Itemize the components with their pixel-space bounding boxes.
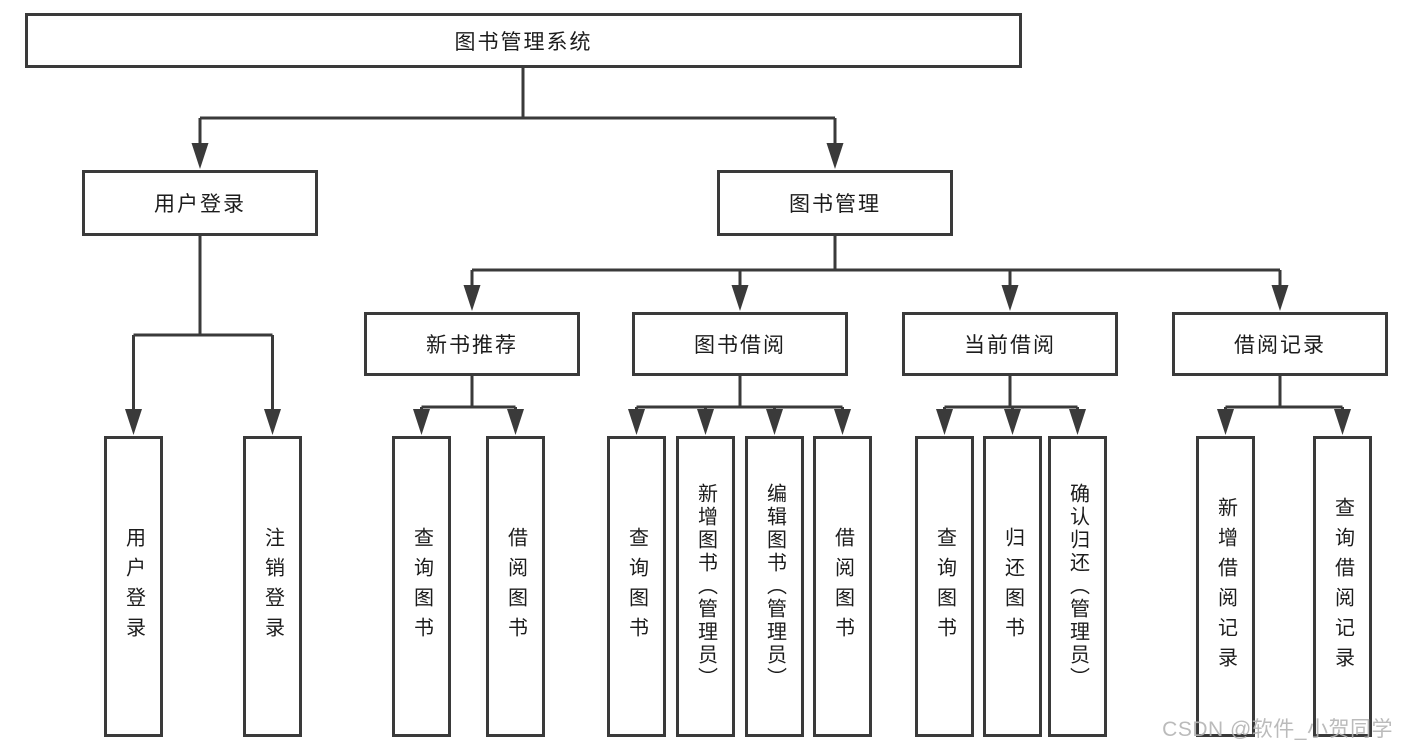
leaf-confirm-return-admin-label: 确认归还（管理员） xyxy=(1066,483,1089,690)
leaf-confirm-return-admin: 确认归还（管理员） xyxy=(1048,436,1107,737)
leaf-query-books-current: 查询图书 xyxy=(915,436,974,737)
leaf-return-books: 归还图书 xyxy=(983,436,1042,737)
arrowheads xyxy=(125,143,1351,435)
leaf-add-borrow-record-label: 新增借阅记录 xyxy=(1214,496,1237,677)
node-book-borrowing: 图书借阅 xyxy=(632,312,848,376)
leaf-add-books-admin-label: 新增图书（管理员） xyxy=(694,483,717,690)
leaf-query-books-recommend-label: 查询图书 xyxy=(410,526,433,647)
node-borrowing-records: 借阅记录 xyxy=(1172,312,1388,376)
leaf-query-books-borrow-label: 查询图书 xyxy=(625,526,648,647)
leaf-borrow-books-label: 借阅图书 xyxy=(831,526,854,647)
leaf-query-borrow-record: 查询借阅记录 xyxy=(1313,436,1372,737)
leaf-query-books-borrow: 查询图书 xyxy=(607,436,666,737)
leaf-query-books-recommend: 查询图书 xyxy=(392,436,451,737)
leaf-query-books-current-label: 查询图书 xyxy=(933,526,956,647)
leaf-borrow-books: 借阅图书 xyxy=(813,436,872,737)
leaf-logout-label: 注销登录 xyxy=(261,526,284,647)
node-book-management-system: 图书管理系统 xyxy=(25,13,1022,68)
leaf-add-borrow-record: 新增借阅记录 xyxy=(1196,436,1255,737)
leaf-borrow-books-recommend-label: 借阅图书 xyxy=(504,526,527,647)
leaf-edit-books-admin-label: 编辑图书（管理员） xyxy=(763,483,786,690)
node-book-management: 图书管理 xyxy=(717,170,953,236)
leaf-edit-books-admin: 编辑图书（管理员） xyxy=(745,436,804,737)
leaf-add-books-admin: 新增图书（管理员） xyxy=(676,436,735,737)
leaf-query-borrow-record-label: 查询借阅记录 xyxy=(1331,496,1354,677)
leaf-logout: 注销登录 xyxy=(243,436,302,737)
leaf-borrow-books-recommend: 借阅图书 xyxy=(486,436,545,737)
leaf-return-books-label: 归还图书 xyxy=(1001,526,1024,647)
node-new-book-recommend: 新书推荐 xyxy=(364,312,580,376)
leaf-user-login-label: 用户登录 xyxy=(122,526,145,647)
node-user-login: 用户登录 xyxy=(82,170,318,236)
leaf-user-login: 用户登录 xyxy=(104,436,163,737)
node-current-borrowing: 当前借阅 xyxy=(902,312,1118,376)
csdn-watermark: CSDN @软件_小贺同学 xyxy=(1162,718,1393,741)
